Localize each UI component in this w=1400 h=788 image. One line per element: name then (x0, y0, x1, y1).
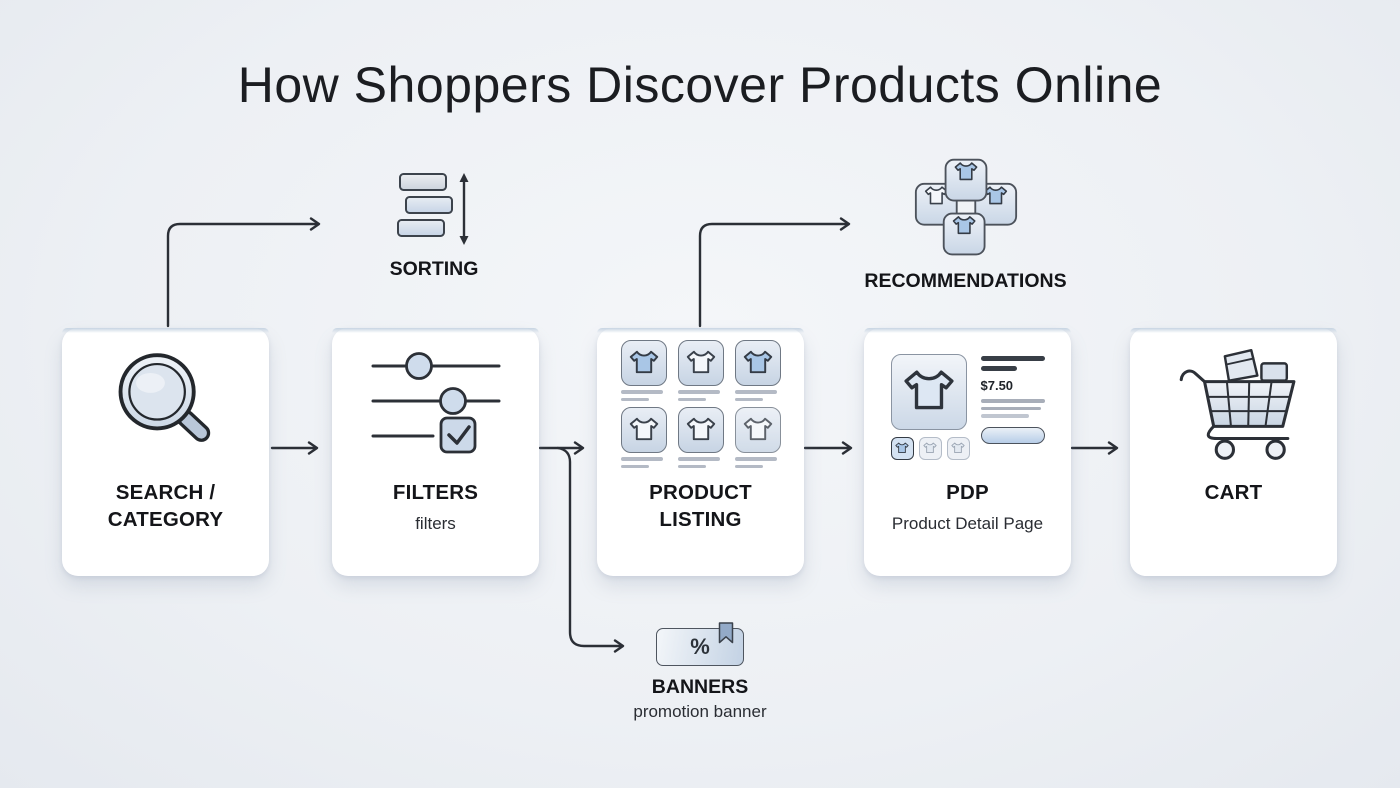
pdp-thumbnails (890, 437, 970, 460)
banners-label: BANNERS (651, 676, 749, 698)
filters-sublabel: filters (415, 513, 456, 533)
node-pdp: $7.50 PDP Product Detail Page (864, 328, 1071, 576)
banners-sublabel: promotion banner (633, 702, 767, 721)
product-tile (677, 340, 724, 401)
pdp-buy-button (980, 426, 1045, 444)
page-title: How Shoppers Discover Products Online (237, 57, 1163, 113)
pdp-label: PDP (946, 481, 989, 504)
product-grid-icon (597, 328, 804, 480)
product-cluster-icon (914, 158, 1017, 256)
product-tile (620, 407, 667, 468)
pdp-text-line (980, 399, 1045, 403)
sliders-icon (371, 352, 500, 454)
checkmark-icon (446, 425, 471, 445)
node-cart: CART (1130, 328, 1337, 576)
product-detail-icon: $7.50 (864, 328, 1071, 480)
promo-banner-icon: % (656, 622, 744, 666)
pdp-text-line (980, 406, 1041, 410)
search-icon-zone (62, 328, 269, 480)
cart-label: CART (1204, 481, 1263, 504)
filters-icon-zone (332, 328, 539, 480)
product-tile (734, 407, 781, 468)
magnifier-icon (118, 353, 210, 442)
product-tile (734, 340, 781, 401)
pdp-text-line (980, 414, 1029, 418)
product-listing-label: PRODUCT LISTING (649, 481, 752, 531)
pdp-thumbnail (918, 437, 942, 460)
cart-item (1259, 362, 1288, 382)
pdp-title-line (980, 366, 1017, 371)
pdp-sublabel: Product Detail Page (891, 513, 1044, 533)
node-search-category: SEARCH / CATEGORY (62, 328, 269, 576)
percent-glyph: % (690, 634, 710, 659)
node-banners: % BANNERS promotion banner (607, 622, 793, 722)
checkbox (439, 416, 476, 454)
node-recommendations: RECOMMENDATIONS (853, 156, 1078, 293)
recommendations-label: RECOMMENDATIONS (864, 270, 1067, 292)
filters-label: FILTERS (392, 481, 479, 504)
sorting-label: SORTING (389, 258, 479, 280)
bookmark-icon (718, 622, 734, 644)
slider-knob (438, 387, 467, 415)
product-tile (677, 407, 724, 468)
cart-wheel (1214, 439, 1235, 460)
shopping-cart-icon (1179, 348, 1295, 460)
cart-wheel (1264, 439, 1286, 460)
cart-icon-zone (1130, 328, 1337, 480)
search-category-label: SEARCH / CATEGORY (107, 481, 224, 531)
pdp-price: $7.50 (980, 378, 1014, 393)
sort-stack-icon (397, 173, 469, 245)
node-product-listing: PRODUCT LISTING (597, 328, 804, 576)
cart-item (1223, 348, 1259, 382)
pdp-title-line (980, 356, 1045, 361)
connector-product-listing-to-recommendations (698, 217, 851, 328)
connector-search-to-sorting (166, 217, 321, 328)
pdp-main-image (890, 354, 967, 430)
pdp-thumbnail-selected (890, 437, 914, 460)
cart-handle (1179, 369, 1206, 384)
product-tile (620, 340, 667, 401)
pdp-thumbnail (946, 437, 970, 460)
node-filters: FILTERS filters (332, 328, 539, 576)
slider-knob (404, 352, 433, 380)
node-sorting: SORTING (342, 170, 526, 281)
